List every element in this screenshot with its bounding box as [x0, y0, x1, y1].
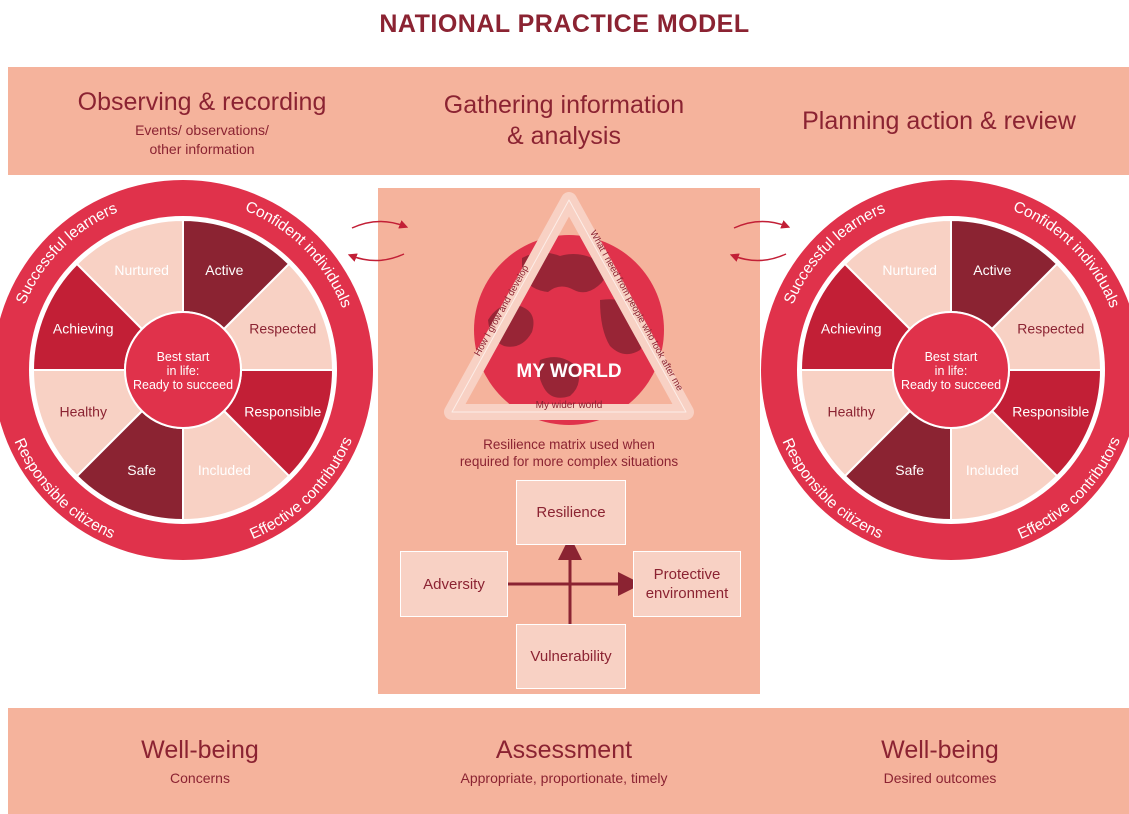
gathering-heading: Gathering information & analysis	[443, 91, 685, 150]
observing-column: Observing & recording Events/ observatio…	[52, 87, 352, 159]
wheel-label-active: Active	[205, 262, 243, 278]
cycle-arrows-left	[347, 220, 409, 262]
wheel-center-text: in life:	[167, 364, 200, 378]
wheel-center-text: Best start	[925, 350, 978, 364]
wellbeing-concerns-subtext: Concerns	[170, 770, 230, 786]
assessment-heading: Assessment	[495, 736, 633, 764]
wellbeing-concerns-heading: Well-being	[141, 736, 259, 764]
wheel-label-nurtured: Nurtured	[882, 262, 936, 278]
outcomes-band	[8, 708, 1129, 814]
my-world-label: MY WORLD	[516, 361, 621, 382]
cycle-arrows-right	[729, 220, 791, 262]
wheel-label-responsible: Responsible	[244, 403, 321, 419]
wheel-label-healthy: Healthy	[59, 403, 106, 419]
wellbeing-outcomes-column: Well-being Desired outcomes	[790, 735, 1090, 788]
wheel-center-text: Ready to succeed	[133, 378, 233, 392]
wellbeing-outcomes-heading: Well-being	[881, 736, 999, 764]
planning-heading: Planning action & review	[802, 107, 1076, 135]
assessment-subtext: Appropriate, proportionate, timely	[460, 770, 668, 786]
wheel-label-nurtured: Nurtured	[114, 262, 168, 278]
my-world-triangle	[444, 192, 694, 420]
wheel-label-healthy: Healthy	[827, 403, 874, 419]
wheel-center-text: in life:	[935, 364, 968, 378]
wellbeing-concerns-column: Well-being Concerns	[50, 735, 350, 788]
wheel-center	[124, 311, 242, 429]
wheel-label-included: Included	[198, 462, 251, 478]
matrix-resilience-box: Resilience	[516, 480, 626, 545]
triangle-bottom-label: My wider world	[536, 400, 603, 411]
wheel-center	[892, 311, 1010, 429]
process-band	[8, 67, 1129, 175]
wheel-label-respected: Respected	[249, 321, 316, 337]
page-title: NATIONAL PRACTICE MODEL	[379, 10, 750, 38]
wheel-center-text: Ready to succeed	[901, 378, 1001, 392]
matrix-vulnerability-box: Vulnerability	[516, 624, 626, 689]
wheel-label-included: Included	[966, 462, 1019, 478]
wheel-label-achieving: Achieving	[821, 321, 882, 337]
wheel-label-safe: Safe	[895, 462, 924, 478]
resilience-caption: Resilience matrix used when required for…	[459, 437, 679, 469]
gathering-column: Gathering information & analysis	[414, 90, 714, 152]
wheel-label-responsible: Responsible	[1012, 403, 1089, 419]
observing-heading: Observing & recording	[77, 88, 327, 116]
wheel-label-respected: Respected	[1017, 321, 1084, 337]
planning-column: Planning action & review	[779, 106, 1099, 137]
wheel-label-active: Active	[973, 262, 1011, 278]
observing-subtext: Events/ observations/ other information	[135, 122, 269, 157]
matrix-adversity-box: Adversity	[400, 551, 508, 617]
wheel-label-safe: Safe	[127, 462, 156, 478]
wheel-label-achieving: Achieving	[53, 321, 114, 337]
resilience-matrix-arrows	[508, 536, 642, 624]
wheel-center-text: Best start	[157, 350, 210, 364]
assessment-column: Assessment Appropriate, proportionate, t…	[414, 735, 714, 788]
wellbeing-outcomes-subtext: Desired outcomes	[883, 770, 997, 786]
